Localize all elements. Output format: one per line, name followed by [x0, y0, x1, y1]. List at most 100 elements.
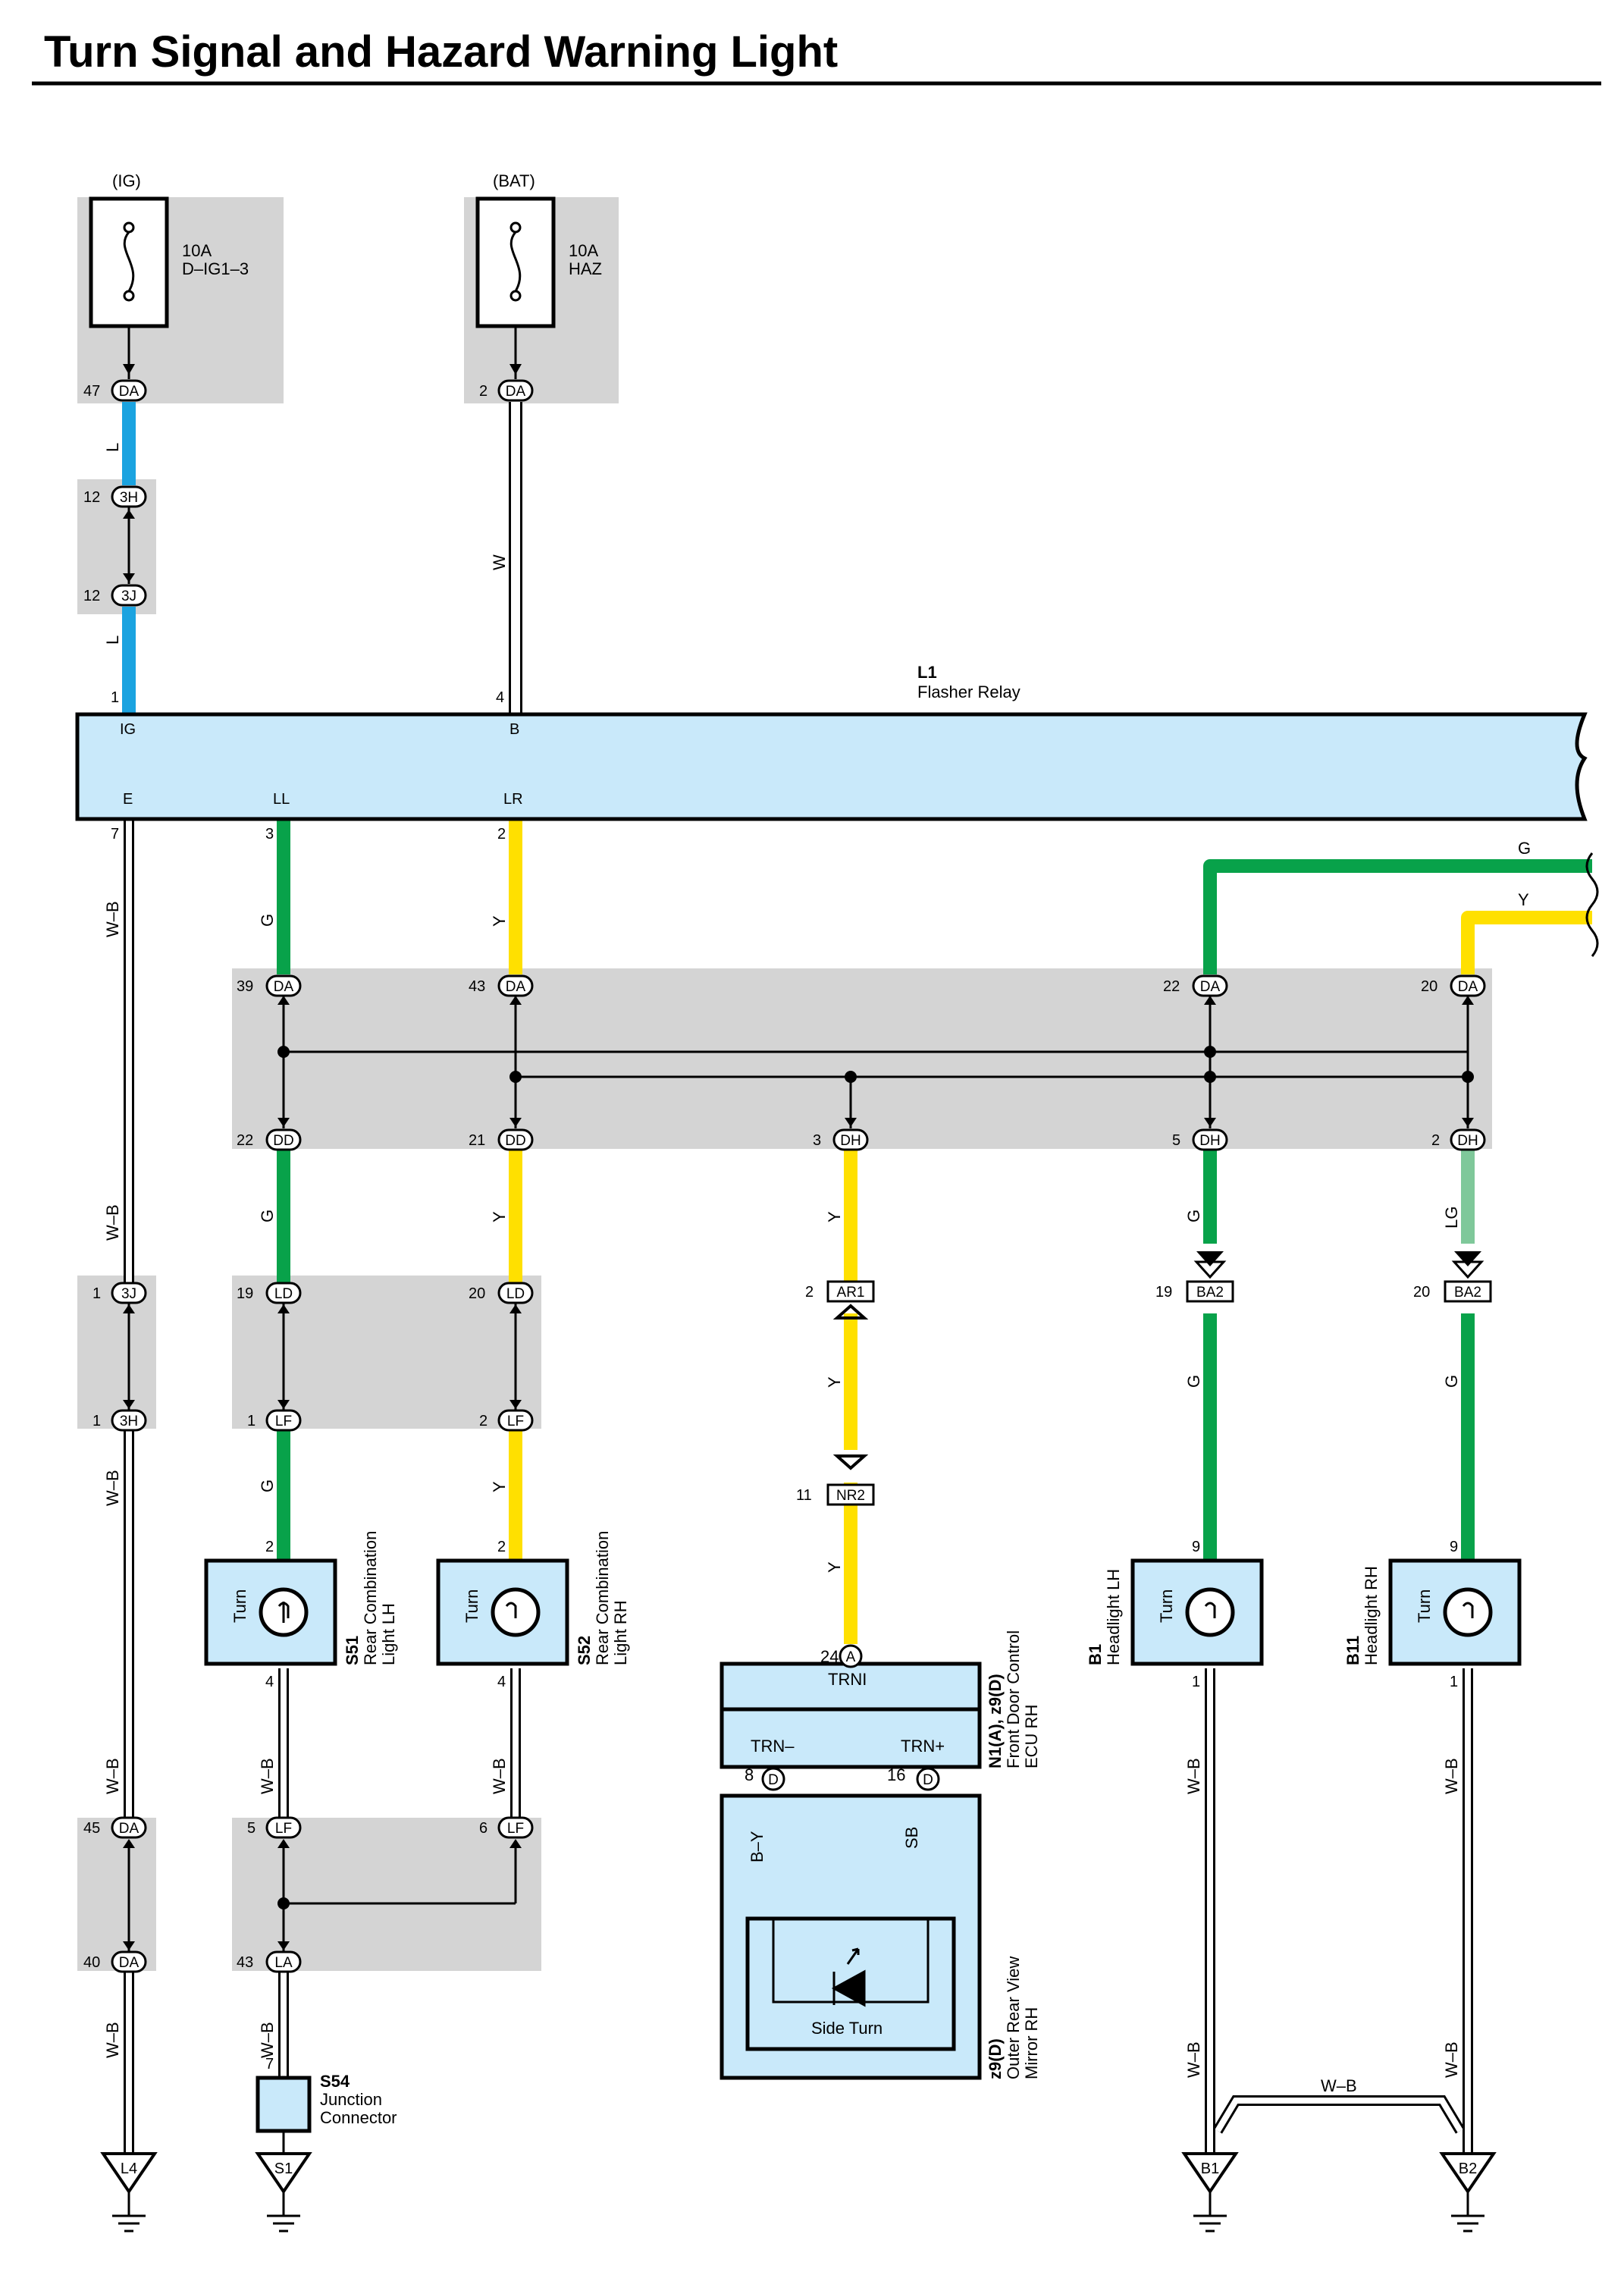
connector-3h-mid: 3H1: [92, 1409, 147, 1432]
relay-pin-e: 7: [111, 826, 119, 843]
svg-text:1: 1: [247, 1413, 256, 1429]
svg-text:45: 45: [83, 1820, 100, 1837]
svg-text:S1: S1: [274, 2160, 293, 2177]
svg-text:DD: DD: [273, 1133, 293, 1149]
svg-text:3H: 3H: [120, 490, 138, 506]
svg-text:43: 43: [237, 1954, 253, 1971]
relay-pin-lr: 2: [497, 826, 506, 843]
connector-22-da: DA 22: [1163, 974, 1228, 997]
wire-label: W–B: [103, 1470, 122, 1506]
svg-text:LA: LA: [274, 1955, 293, 1971]
svg-text:LF: LF: [507, 1821, 524, 1837]
svg-text:2: 2: [479, 1413, 488, 1429]
svg-text:BA2: BA2: [1454, 1285, 1481, 1301]
s51-pin-out: 4: [265, 1674, 274, 1690]
connector-ecu-d8: D: [761, 1767, 785, 1791]
connector-3-dh: DH3: [813, 1128, 869, 1151]
fuse-ig-source: (IG): [112, 171, 141, 190]
wire-label: LG: [1442, 1207, 1461, 1228]
wire-label: L: [103, 443, 122, 452]
wire-label: Y: [825, 1376, 844, 1388]
connector-3j-mid: 3J1: [92, 1282, 147, 1304]
ecu-terminal: TRNI: [828, 1670, 867, 1689]
relay-pin-b: 4: [496, 689, 504, 706]
ecu-pin-8: 8: [745, 1765, 754, 1784]
svg-text:DA: DA: [506, 384, 526, 400]
connector-1-lf: LF 1: [247, 1409, 302, 1432]
wire-label: W–B: [1321, 2076, 1357, 2095]
svg-text:20: 20: [1413, 1284, 1430, 1301]
svg-text:5: 5: [1172, 1132, 1180, 1149]
mirror-code: z9(D): [986, 2038, 1005, 2079]
ecu-pin-16: 16: [887, 1765, 905, 1784]
wire-label: W–B: [103, 1758, 122, 1794]
ground-l4: L4: [100, 2152, 158, 2233]
svg-text:DA: DA: [506, 979, 526, 995]
wire-label: W: [490, 554, 509, 570]
page-title: Turn Signal and Hazard Warning Light: [44, 27, 838, 77]
relay-terminal-b: B: [509, 721, 519, 738]
svg-text:1: 1: [92, 1413, 101, 1429]
svg-text:5: 5: [247, 1820, 256, 1837]
mirror-lamp: Side Turn: [811, 2019, 883, 2038]
wire-label: G: [1184, 1375, 1203, 1388]
svg-text:12: 12: [83, 489, 100, 506]
svg-text:40: 40: [83, 1954, 100, 1971]
svg-text:DH: DH: [840, 1133, 861, 1149]
svg-text:B2: B2: [1459, 2160, 1477, 2177]
svg-text:BA2: BA2: [1196, 1285, 1224, 1301]
svg-text:DA: DA: [274, 979, 294, 995]
ecu-pin-24: 24: [820, 1647, 839, 1666]
wire-label: W–B: [103, 2022, 122, 2058]
ecu-code: N1(A), z9(D): [986, 1674, 1005, 1768]
wires: [122, 326, 1592, 2154]
s51-name: Rear Combination: [361, 1531, 380, 1665]
s54-code: S54: [320, 2072, 350, 2091]
fuse-ig-name: D–IG1–3: [182, 259, 249, 278]
wire-label: W–B: [103, 1204, 122, 1241]
s52-pin-out: 4: [497, 1674, 506, 1690]
relay-code: L1: [917, 663, 937, 682]
svg-text:22: 22: [1163, 978, 1180, 995]
wire-label: W–B: [1442, 2041, 1461, 2078]
s54-pin: 7: [265, 2056, 274, 2073]
connector-39-da: DA 39: [237, 974, 302, 997]
component-s54: [256, 2076, 312, 2133]
svg-text:20: 20: [469, 1285, 485, 1302]
panel-da-lower: [77, 1818, 156, 1971]
relay-terminal-lr: LR: [503, 791, 523, 808]
b11-lamp: Turn: [1415, 1589, 1434, 1623]
wire-label: W–B: [1184, 2041, 1203, 2078]
wire-label: W–B: [258, 2022, 277, 2058]
svg-text:1: 1: [92, 1285, 101, 1302]
fuse-haz-rating: 10A: [569, 241, 598, 260]
relay-terminal-e: E: [123, 791, 133, 808]
component-b11: [1388, 1558, 1522, 1666]
wire-label: B–Y: [748, 1831, 767, 1862]
svg-text:19: 19: [237, 1285, 253, 1302]
junction-dots: [277, 1046, 1474, 1909]
ecu-name: Front Door Control: [1004, 1630, 1023, 1768]
svg-text:12: 12: [83, 588, 100, 604]
ecu-trn-minus: TRN–: [751, 1737, 795, 1756]
svg-text:DA: DA: [1200, 979, 1221, 995]
svg-text:2: 2: [479, 383, 488, 400]
wire-label: G: [258, 1480, 277, 1492]
fuse-haz-source: (BAT): [493, 171, 535, 190]
svg-text:11: 11: [796, 1487, 812, 1504]
svg-text:LF: LF: [275, 1414, 292, 1429]
wire-label: W–B: [258, 1758, 277, 1794]
connector-22-dd: DD 22: [237, 1128, 302, 1151]
mirror-name: Outer Rear View: [1004, 1956, 1023, 2079]
svg-text:43: 43: [469, 978, 485, 995]
svg-text:39: 39: [237, 978, 253, 995]
svg-text:22: 22: [237, 1132, 253, 1149]
svg-text:DA: DA: [1458, 979, 1478, 995]
connector-43-da: DA 43: [469, 974, 534, 997]
